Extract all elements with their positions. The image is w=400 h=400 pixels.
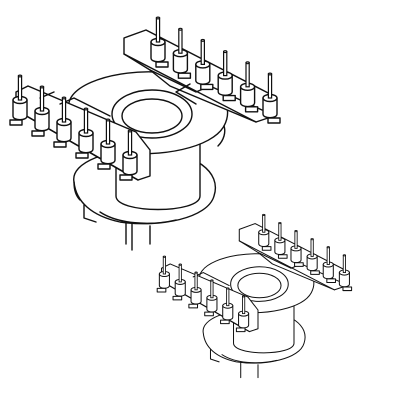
- pin-terminal: [9, 74, 28, 126]
- pin-terminal: [338, 254, 353, 292]
- pin-terminal: [188, 271, 202, 309]
- pin-terminal: [262, 72, 281, 124]
- left-pin-row: [156, 255, 250, 333]
- pin-terminal: [75, 107, 94, 159]
- pin-terminal: [156, 255, 170, 293]
- pin-terminal: [235, 295, 250, 333]
- base-pins: [209, 349, 259, 379]
- small-transformer-bobbin: [156, 213, 353, 379]
- pin-terminal: [53, 96, 72, 148]
- pin-terminal: [290, 230, 304, 267]
- pin-terminal: [220, 287, 234, 325]
- large-transformer-bobbin: [9, 16, 281, 251]
- pin-terminal: [172, 263, 186, 301]
- pin-terminal: [172, 27, 192, 79]
- pin-terminal: [258, 213, 272, 251]
- top-pin-row: [258, 213, 353, 292]
- pin-terminal: [119, 129, 138, 181]
- pin-terminal: [31, 85, 50, 137]
- pin-terminal: [97, 118, 116, 170]
- pin-terminal: [306, 238, 320, 275]
- top-pin-row: [150, 16, 281, 124]
- pin-terminal: [217, 50, 236, 102]
- base-pins: [83, 204, 151, 251]
- pin-terminal: [204, 279, 218, 317]
- pin-terminal: [239, 61, 259, 113]
- pin-terminal: [274, 221, 288, 259]
- pin-terminal: [322, 246, 336, 283]
- pin-terminal: [195, 38, 214, 91]
- left-pin-row: [9, 74, 138, 181]
- pin-terminal: [150, 16, 169, 68]
